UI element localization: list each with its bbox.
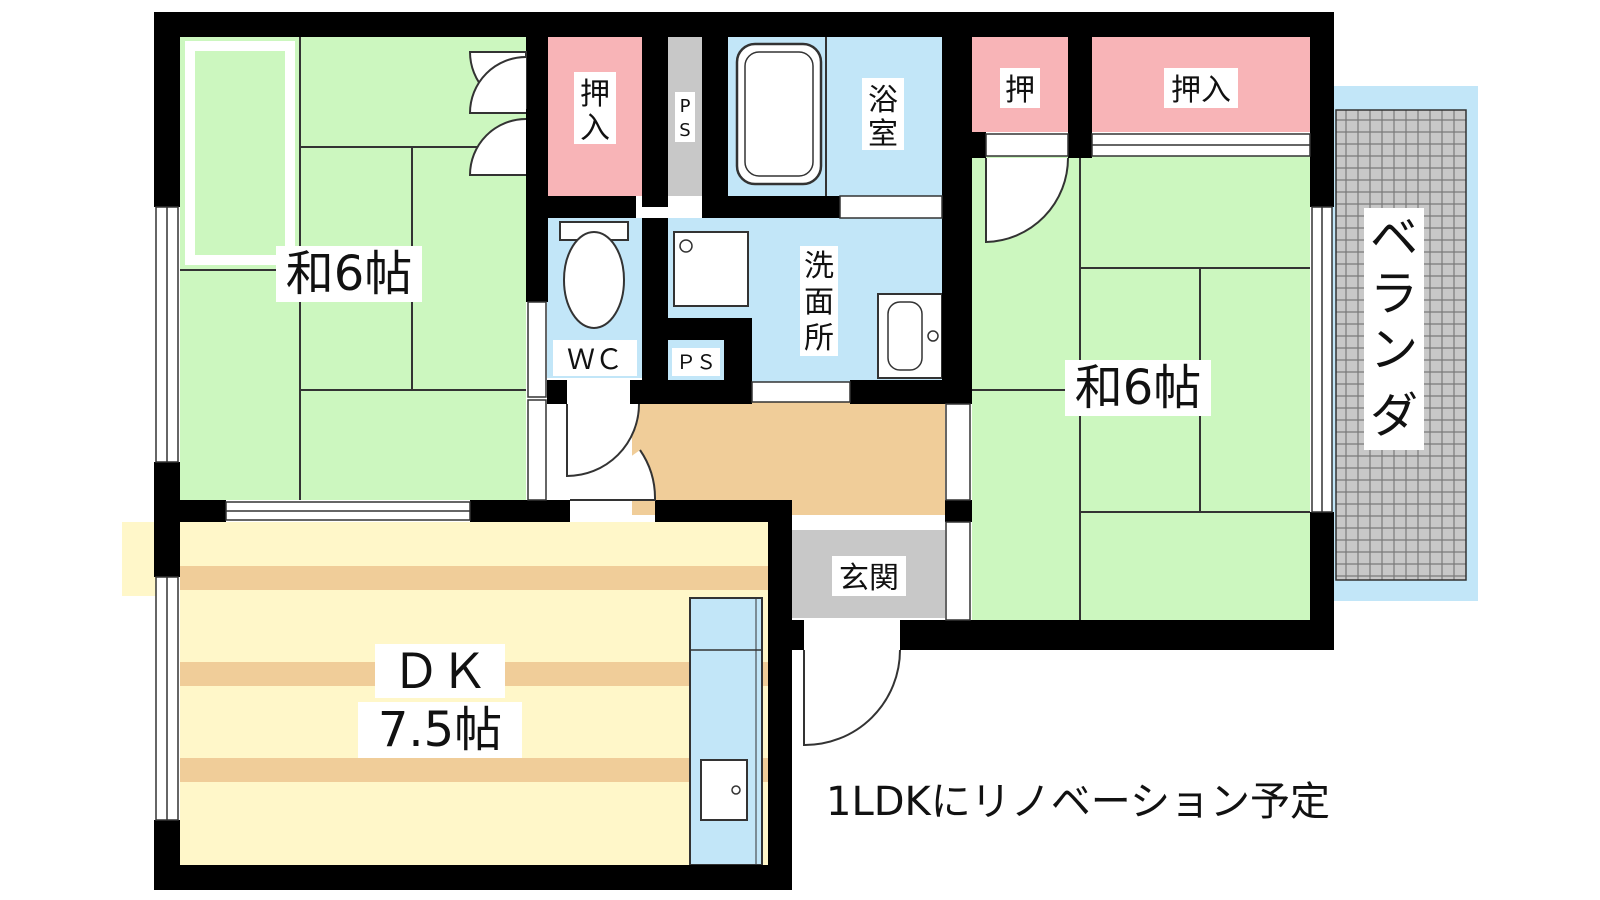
wc-label: ＷＣ <box>567 343 623 376</box>
bath-label-2: 室 <box>868 117 898 152</box>
ps-top-label-2: S <box>679 120 690 141</box>
dk-label-line2: 7.5帖 <box>378 702 502 758</box>
washitsu-right-label: 和6帖 <box>1075 360 1202 416</box>
oshi-small-label: 押 <box>1005 73 1035 108</box>
veranda-label-1: ベ <box>1370 210 1418 266</box>
dk-exterior-tab <box>122 522 157 596</box>
walls <box>154 12 1334 890</box>
dk-label-line1: ＤＫ <box>392 644 488 700</box>
washer-pan <box>673 231 749 307</box>
toilet <box>563 231 625 329</box>
bathtub <box>735 42 823 186</box>
doors <box>468 51 1069 747</box>
oshiire-left-label-2: 入 <box>580 111 610 146</box>
renovation-note: 1LDKにリノベーション予定 <box>826 779 1330 825</box>
veranda-label-3: ン <box>1370 322 1418 378</box>
oshiire-right-label: 押入 <box>1171 73 1231 108</box>
windows <box>155 133 1333 821</box>
genkan-label: 玄関 <box>839 561 899 596</box>
washroom-label-2: 面 <box>804 285 834 320</box>
washitsu-left-label: 和6帖 <box>286 246 413 302</box>
washroom-label-1: 洗 <box>804 249 834 284</box>
veranda-label-2: ラ <box>1370 266 1418 322</box>
kitchen-counter <box>689 597 763 866</box>
oshiire-left-label-1: 押 <box>580 77 610 112</box>
washroom-label-3: 所 <box>804 321 834 356</box>
veranda-label-4: ダ <box>1370 388 1418 444</box>
ps-small-label: ＰＳ <box>676 350 716 374</box>
bath-label-1: 浴 <box>868 83 898 118</box>
ps-top-label-1: P <box>680 96 691 117</box>
